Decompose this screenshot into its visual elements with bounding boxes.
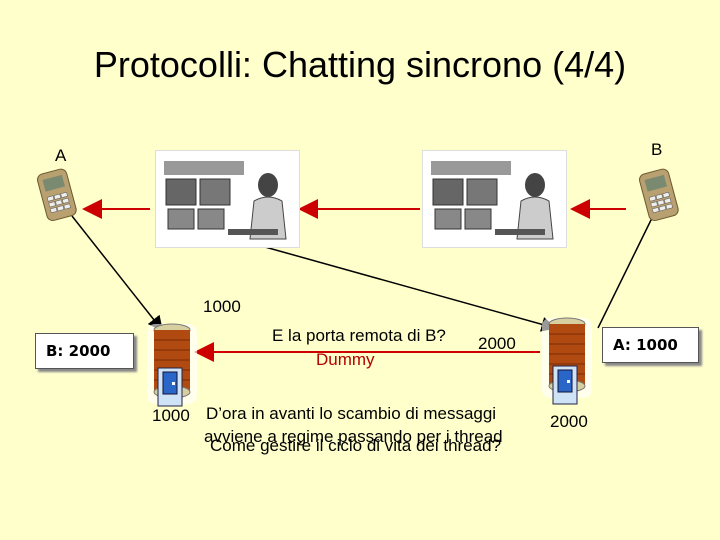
table-box-right: A: 1000 [602, 327, 699, 363]
port-label-mid: 2000 [478, 334, 516, 354]
door-icon-left [158, 368, 182, 406]
door-icon-right [553, 366, 577, 404]
message-text-3: Come gestire il ciclo di vita dei thread… [210, 436, 501, 456]
dummy-text: Dummy [316, 350, 375, 370]
port-label-left-bottom: 1000 [152, 406, 190, 426]
port-label-top: 1000 [203, 297, 241, 317]
message-text-1: D’ora in avanti lo scambio di messaggi [206, 404, 496, 424]
port-label-right-bottom: 2000 [550, 412, 588, 432]
question-text: E la porta remota di B? [272, 326, 446, 346]
table-box-left: B: 2000 [35, 333, 134, 369]
